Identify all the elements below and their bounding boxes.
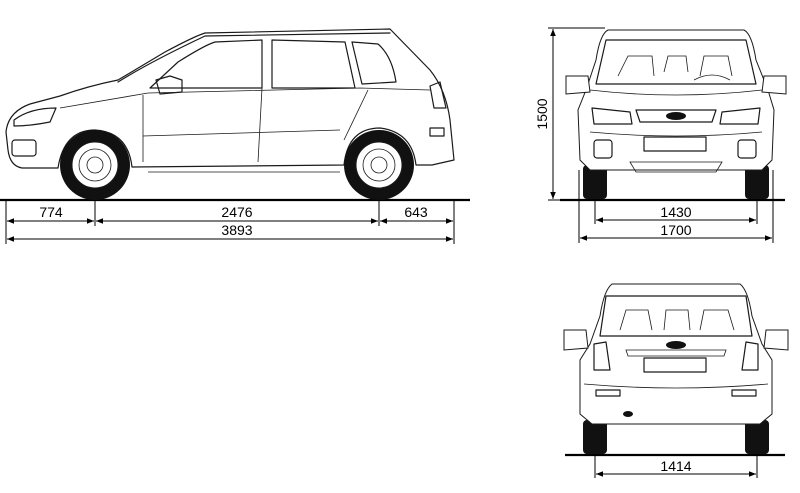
- rear-right-tire: [745, 420, 769, 454]
- dim-front-track-label: 1430: [660, 204, 691, 220]
- side-rear-reflector: [429, 127, 445, 137]
- side-door-split: [257, 87, 263, 163]
- rear-left-taillight: [593, 341, 611, 371]
- side-view: 774 2476 643 3893: [0, 28, 470, 244]
- rear-badge-icon: [666, 341, 686, 349]
- dim-wheelbase-label: 2476: [221, 204, 252, 220]
- side-taillight: [429, 81, 447, 109]
- side-rear-window: [271, 39, 356, 89]
- rear-right-reflector: [731, 389, 757, 397]
- side-front-wheel: [60, 130, 130, 200]
- front-grille: [635, 109, 717, 123]
- rear-trim-bar: [625, 349, 727, 357]
- side-roofline: [117, 32, 391, 83]
- front-seat-left: [617, 55, 655, 77]
- rear-right-mirror: [763, 329, 789, 351]
- rear-seat-middle: [663, 309, 691, 331]
- dim-rear-overhang-label: 643: [404, 204, 428, 220]
- rear-right-taillight: [741, 341, 759, 371]
- front-left-tire: [583, 165, 607, 199]
- rear-view: 1414: [563, 283, 789, 478]
- front-view: 1500 1430 1700: [534, 27, 787, 243]
- front-seat-middle: [663, 55, 689, 73]
- side-rear-door-edge: [343, 89, 369, 141]
- side-headlight: [13, 107, 57, 127]
- rear-license-plate: [643, 357, 707, 373]
- rear-body-outline: [579, 283, 773, 425]
- front-steering-wheel: [693, 74, 731, 81]
- front-right-headlight: [719, 107, 761, 125]
- front-left-foglight: [593, 139, 613, 159]
- front-license-plate: [643, 136, 707, 152]
- side-body-outline: [5, 28, 455, 169]
- front-left-headlight: [591, 107, 633, 125]
- dim-overall-width-label: 1700: [660, 222, 691, 238]
- side-mirror: [155, 75, 183, 95]
- front-windshield: [595, 39, 757, 85]
- dim-overall-length-label: 3893: [221, 222, 252, 238]
- rear-seat-left: [619, 309, 653, 331]
- side-body-crease: [142, 129, 341, 137]
- front-right-foglight: [737, 139, 757, 159]
- side-beltline: [59, 87, 431, 109]
- front-seat-right: [699, 55, 733, 77]
- rear-left-mirror: [563, 329, 589, 351]
- rear-left-tire: [583, 420, 607, 454]
- side-front-window: [149, 39, 263, 89]
- rear-exhaust: [623, 411, 633, 417]
- side-quarter-window: [351, 41, 397, 85]
- front-bumper-line: [589, 131, 763, 137]
- front-body-outline: [577, 29, 775, 171]
- side-foglight: [11, 139, 37, 157]
- front-right-tire: [745, 165, 769, 199]
- front-lower-intake: [629, 161, 723, 173]
- rear-seat-right: [699, 309, 735, 331]
- front-right-mirror: [761, 75, 787, 95]
- side-rear-wheel: [344, 130, 414, 200]
- dim-height-label: 1500: [534, 98, 550, 129]
- dim-front-overhang-label: 774: [39, 204, 63, 220]
- rear-bumper-line: [583, 383, 769, 389]
- front-hood-line: [589, 89, 763, 96]
- dim-rear-track-label: 1414: [660, 458, 691, 474]
- rear-left-reflector: [595, 389, 621, 397]
- front-left-mirror: [565, 75, 591, 95]
- rear-window: [599, 295, 753, 337]
- front-badge-icon: [666, 112, 686, 120]
